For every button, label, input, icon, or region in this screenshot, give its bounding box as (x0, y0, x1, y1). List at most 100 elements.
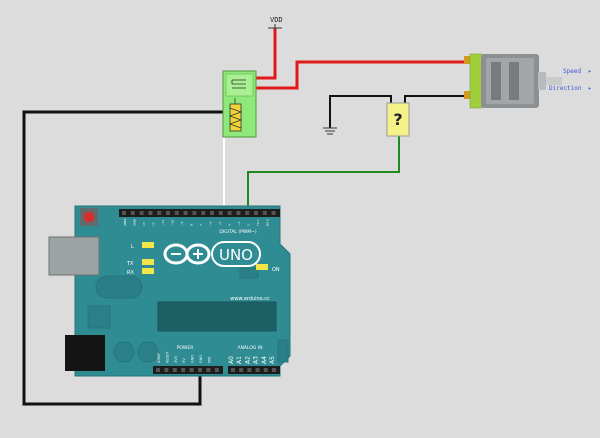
power-pin-hole[interactable] (181, 368, 186, 372)
vdd-symbol (268, 24, 282, 29)
led-tx-label: TX (126, 261, 134, 267)
analog-pin-hole[interactable] (255, 368, 260, 372)
digital-pin-hole[interactable] (139, 211, 144, 215)
digital-pin-label: 7 (199, 224, 203, 226)
power-pin-hole[interactable] (189, 368, 194, 372)
digital-pin-label: ~6 (209, 221, 213, 226)
digital-pin-hole[interactable] (227, 211, 232, 215)
digital-pin-label: 13 (142, 222, 146, 226)
signal-wire-green (247, 136, 400, 210)
power-pin-label: RESET (165, 351, 169, 363)
power-pin-hole[interactable] (156, 368, 160, 372)
power-pin-label: GND (191, 355, 195, 363)
led-on (256, 264, 268, 270)
digital-pin-label: TX 1 (256, 219, 260, 227)
digital-pin-label: RX 0 (266, 219, 270, 226)
gnd-to-unknown-wire (329, 95, 392, 128)
digital-pin-label: 4 (228, 224, 232, 226)
digital-pin-hole[interactable] (130, 211, 135, 215)
power-header (153, 366, 223, 374)
dc-motor[interactable] (464, 53, 562, 109)
analog-pin-label: A5 (269, 356, 276, 364)
analog-header-label: ANALOG IN (237, 345, 262, 351)
analog-header (228, 366, 280, 374)
gnd-wire (22, 110, 226, 406)
digital-pin-hole[interactable] (236, 211, 241, 215)
power-pin-label: VIN (207, 357, 211, 363)
analog-pin-hole[interactable] (231, 368, 235, 372)
power-pin-hole[interactable] (164, 368, 169, 372)
digital-pin-row (122, 211, 276, 215)
arduino-uno-board[interactable] (48, 205, 291, 377)
digital-pin-hole[interactable] (245, 211, 250, 215)
uno-badge (211, 241, 261, 267)
digital-pin-hole[interactable] (183, 211, 188, 215)
analog-pin-hole[interactable] (239, 368, 244, 372)
crystal (95, 275, 143, 299)
usb-port (48, 236, 100, 276)
power-pin-hole[interactable] (198, 368, 202, 372)
unknown-component[interactable] (386, 102, 410, 137)
digital-pin-hole[interactable] (201, 211, 206, 215)
digital-pin-hole[interactable] (122, 211, 126, 215)
analog-pin-hole[interactable] (247, 368, 252, 372)
led-on-label: ON (272, 267, 280, 273)
analog-pin-hole[interactable] (272, 368, 276, 372)
digital-pin-hole[interactable] (271, 211, 276, 215)
unknown-component-label: ? (393, 110, 402, 129)
vdd-label: VDD (270, 16, 283, 24)
digital-pin-hole[interactable] (218, 211, 223, 215)
digital-pin-hole[interactable] (254, 211, 258, 215)
arduino-logo-icon (163, 243, 211, 265)
digital-pin-label: 12 (152, 222, 156, 226)
analog-pin-label: A3 (253, 356, 260, 364)
direction-arrow-icon: ▸ (588, 85, 592, 92)
power-pin-hole[interactable] (214, 368, 219, 372)
vdd-wire (256, 28, 277, 80)
logo-plus-minus (171, 249, 203, 259)
digital-pin-hole[interactable] (192, 211, 197, 215)
digital-pin-label: 2 (247, 224, 251, 226)
power-pin-label: GND (199, 355, 203, 363)
power-pin-hole[interactable] (206, 368, 211, 372)
digital-pin-hole[interactable] (262, 211, 267, 215)
digital-pin-hole[interactable] (166, 211, 170, 215)
uno-logo-text: UNO (219, 246, 253, 264)
digital-pin-label: AREF (123, 218, 127, 226)
digital-header-label: DIGITAL (PWM~) (219, 229, 257, 235)
motor-direction-label: Direction (549, 85, 582, 92)
voltage-regulator (87, 305, 111, 329)
digital-pin-label: GND (133, 218, 137, 226)
power-pin-labels: IOREF RESET 3V3 5V GND GND VIN (157, 351, 211, 363)
capacitor-1 (113, 341, 135, 363)
power-header-label: POWER (177, 345, 194, 351)
analog-pin-hole[interactable] (263, 368, 268, 372)
icsp-header-2 (239, 267, 259, 279)
power-pin-hole[interactable] (172, 368, 177, 372)
digital-pin-label: ~11 (161, 220, 165, 226)
power-pin-label: 3V3 (174, 356, 178, 363)
icsp-header (277, 339, 289, 363)
microcontroller-chip (157, 301, 277, 332)
reset-button-cap (83, 211, 95, 223)
digital-pin-hole[interactable] (148, 211, 153, 215)
analog-pin-label: A1 (236, 356, 243, 364)
motor-return-wire (404, 95, 470, 105)
digital-header (119, 209, 280, 217)
led-l (142, 242, 154, 248)
speed-arrow-icon: ▸ (588, 68, 592, 75)
power-jack (65, 335, 105, 371)
digital-pin-hole[interactable] (174, 211, 179, 215)
power-pin-label: 5V (182, 358, 186, 363)
motor-speed-label: Speed (563, 68, 581, 75)
digital-pin-hole[interactable] (210, 211, 214, 215)
digital-pin-label: ~9 (180, 221, 184, 226)
led-rx (142, 268, 154, 274)
relay[interactable] (222, 70, 257, 138)
digital-pin-hole[interactable] (157, 211, 162, 215)
digital-pin-label: 8 (190, 224, 194, 226)
power-pin-label: IOREF (157, 353, 161, 363)
